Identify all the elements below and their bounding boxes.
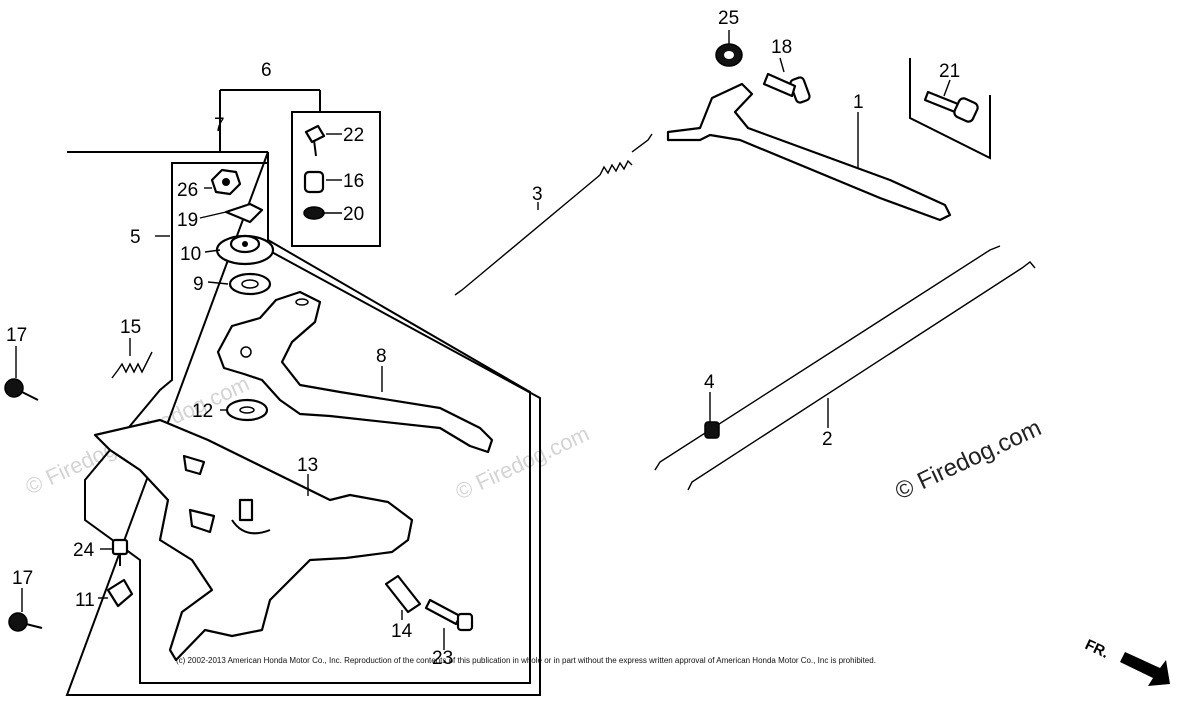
front-direction-arrow: FR. bbox=[1082, 636, 1170, 686]
direction-label: FR. bbox=[1082, 636, 1111, 662]
callout-19: 19 bbox=[177, 210, 198, 231]
callout-23: 23 bbox=[432, 648, 453, 669]
collar-16 bbox=[303, 170, 325, 194]
callout-6: 6 bbox=[261, 60, 272, 81]
callout-1: 1 bbox=[853, 92, 864, 113]
clip-4 bbox=[704, 421, 720, 439]
control-lever-8 bbox=[216, 290, 494, 454]
rod-2 bbox=[654, 245, 1036, 491]
callout-11: 11 bbox=[75, 590, 95, 611]
group-6-bracket bbox=[219, 89, 321, 152]
copyright-notice: (c) 2002-2013 American Honda Motor Co., … bbox=[176, 656, 876, 665]
callout-7: 7 bbox=[214, 115, 225, 136]
callout-24: 24 bbox=[73, 540, 95, 561]
spring-15 bbox=[111, 351, 153, 379]
callout-25: 25 bbox=[718, 8, 739, 29]
nut-26 bbox=[210, 168, 242, 196]
callout-9: 9 bbox=[193, 274, 204, 295]
inner-group-frame bbox=[84, 162, 531, 684]
callout-10: 10 bbox=[180, 244, 201, 265]
screw-23 bbox=[424, 598, 474, 632]
pulley-10 bbox=[215, 234, 275, 266]
bolt-21 bbox=[923, 90, 979, 123]
callout-15: 15 bbox=[120, 317, 141, 338]
callout-17-lower: 17 bbox=[12, 568, 33, 589]
callout-14: 14 bbox=[391, 621, 413, 642]
spring-14 bbox=[384, 574, 422, 614]
plate-stud bbox=[238, 498, 254, 522]
callout-13: 13 bbox=[297, 455, 318, 476]
base-plate-13 bbox=[93, 418, 414, 662]
spring-3 bbox=[599, 159, 633, 176]
bolt-18 bbox=[762, 72, 811, 104]
group-6-subbox bbox=[291, 111, 381, 247]
lever-arm-1 bbox=[666, 82, 952, 222]
washer-20 bbox=[303, 206, 325, 220]
clip-11 bbox=[106, 578, 134, 608]
nut-25 bbox=[715, 43, 743, 67]
screw-24 bbox=[111, 538, 129, 566]
callout-18: 18 bbox=[771, 37, 792, 58]
callout-21: 21 bbox=[939, 61, 960, 82]
plate-tab bbox=[182, 454, 206, 476]
group-21-frame bbox=[909, 58, 991, 160]
plate-clip bbox=[188, 508, 216, 534]
washer-12 bbox=[225, 398, 269, 422]
rod-3 bbox=[454, 133, 653, 296]
bolt-17-upper bbox=[4, 378, 39, 401]
watermark-main: © Firedog.com bbox=[891, 414, 1045, 505]
callout-17-upper: 17 bbox=[6, 325, 27, 346]
callout-3: 3 bbox=[532, 184, 543, 205]
plate-boss bbox=[231, 519, 271, 535]
washer-9 bbox=[228, 272, 272, 296]
callout-12: 12 bbox=[192, 401, 213, 422]
callout-22: 22 bbox=[343, 125, 364, 146]
callout-16: 16 bbox=[343, 171, 364, 192]
callout-20: 20 bbox=[343, 204, 364, 225]
bolt-22 bbox=[304, 124, 326, 157]
washer-19 bbox=[224, 202, 264, 224]
callout-8: 8 bbox=[376, 346, 387, 367]
callout-5: 5 bbox=[130, 227, 141, 248]
callout-2: 2 bbox=[822, 429, 833, 450]
bolt-17-lower bbox=[8, 612, 43, 632]
callout-4: 4 bbox=[704, 372, 715, 393]
callout-leaders bbox=[15, 30, 951, 650]
callout-26: 26 bbox=[177, 180, 198, 201]
